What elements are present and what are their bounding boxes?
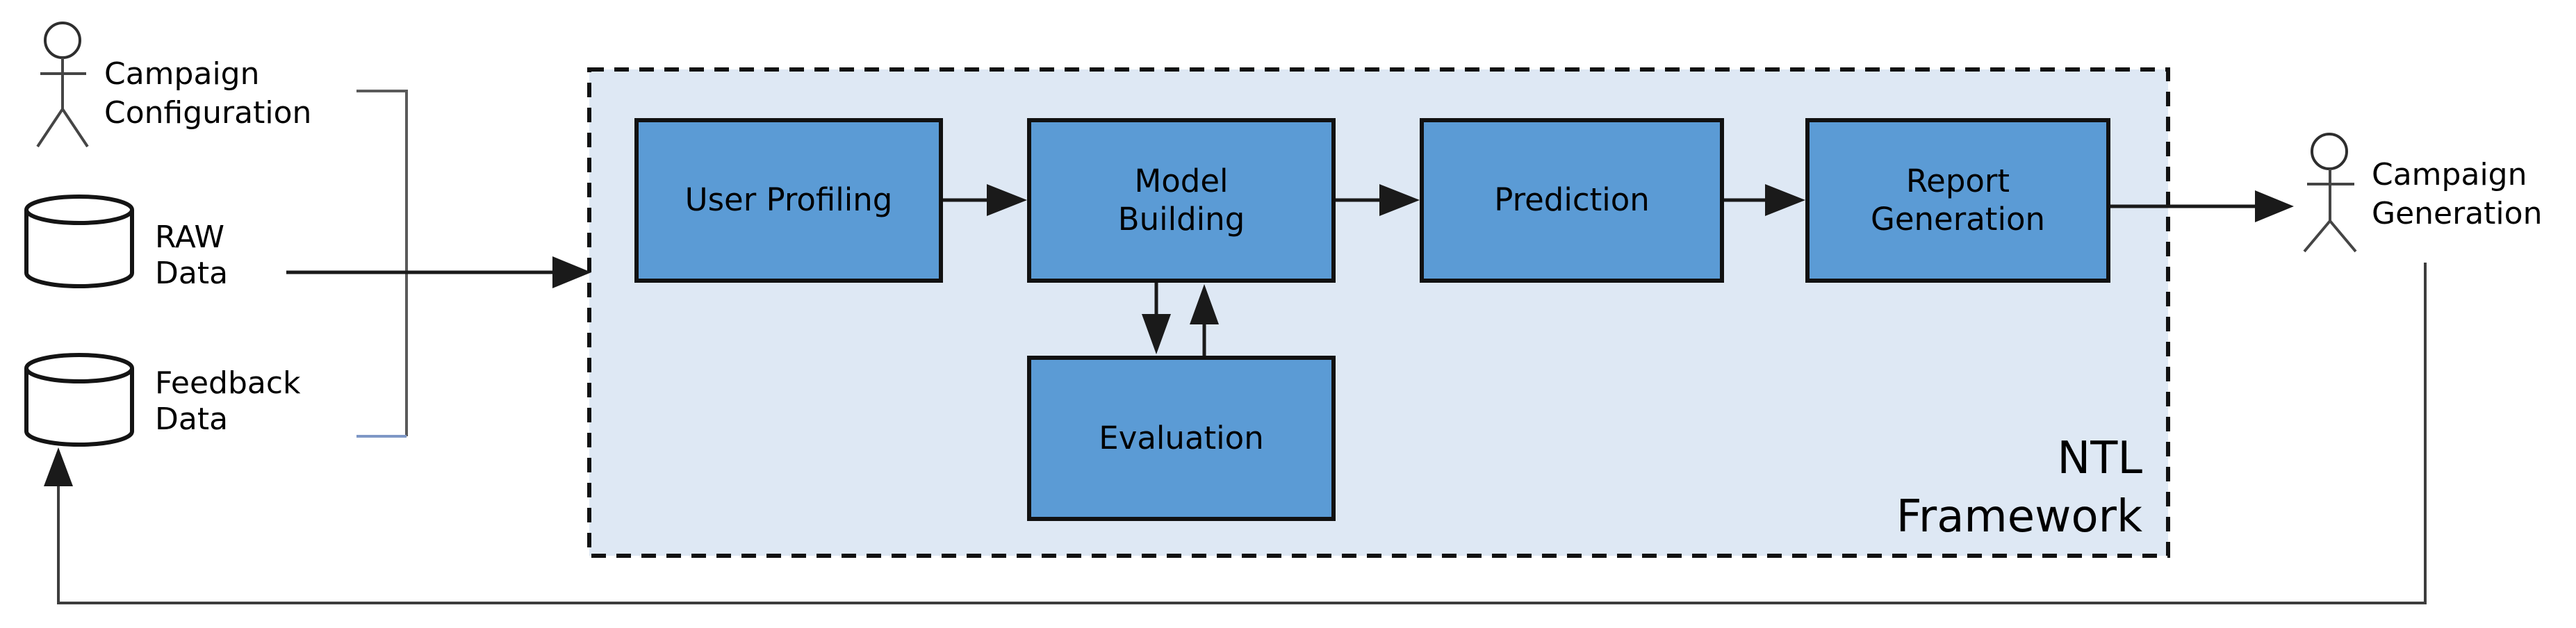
feedback-loop-connector <box>44 263 2427 604</box>
process-box-label: Evaluation <box>1099 419 1264 456</box>
arrow-report-generation-to-campaign-generation <box>2110 190 2294 222</box>
framework-caption: NTL Framework <box>1896 433 2142 543</box>
arrow-prediction-to-report-generation <box>1724 184 1805 216</box>
process-box-model-building: Model Building <box>1027 118 1336 283</box>
label-campaign-configuration: Campaign Configuration <box>104 56 312 131</box>
label-raw-data: RAW Data <box>155 220 229 291</box>
process-box-label: User Profiling <box>684 181 893 219</box>
feedback-data-cylinder-icon <box>24 353 134 447</box>
arrow-model-building-to-evaluation <box>1142 283 1171 354</box>
process-box-evaluation: Evaluation <box>1027 356 1336 521</box>
process-box-user-profiling: User Profiling <box>634 118 943 283</box>
campaign-configuration-actor-icon <box>36 22 89 148</box>
arrow-inputs-to-framework <box>286 256 591 288</box>
arrow-user-profiling-to-model-building <box>943 184 1027 216</box>
process-box-label: Report Generation <box>1870 162 2046 238</box>
process-box-prediction: Prediction <box>1420 118 1724 283</box>
process-box-report-generation: Report Generation <box>1805 118 2110 283</box>
sources-bracket <box>356 90 408 438</box>
arrow-model-building-to-prediction <box>1336 184 1420 216</box>
process-box-label: Prediction <box>1494 181 1650 219</box>
campaign-generation-actor-icon <box>2303 133 2357 253</box>
process-box-label: Model Building <box>1117 162 1245 238</box>
label-feedback-data: Feedback Data <box>155 365 301 437</box>
arrow-evaluation-to-model-building <box>1190 284 1219 356</box>
label-campaign-generation: Campaign Generation <box>2372 157 2543 231</box>
raw-data-cylinder-icon <box>24 195 134 288</box>
